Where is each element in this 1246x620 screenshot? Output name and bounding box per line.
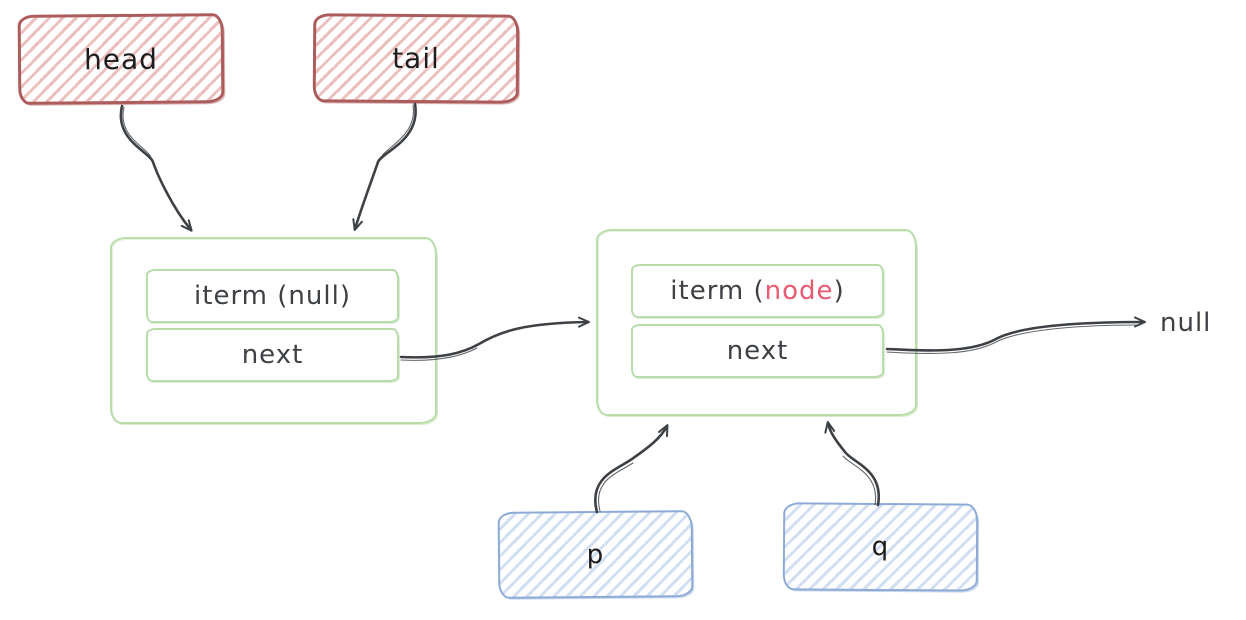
- pointer-box-tail-label: tail: [392, 41, 440, 76]
- list-node-1: iterm (null) next: [110, 237, 437, 424]
- pointer-box-head-label: head: [83, 42, 159, 76]
- list-node-2-next-field: next: [631, 324, 884, 378]
- list-node-1-item-field: iterm (null): [146, 269, 399, 323]
- list-node-2-item-suffix: ): [833, 276, 845, 306]
- pointer-box-p-label: p: [586, 539, 605, 570]
- arrow-p-to-node2: [594, 424, 669, 514]
- list-node-2-item-field: iterm (node): [631, 264, 884, 318]
- list-node-1-next-field: next: [146, 328, 399, 382]
- arrow-node2-next-to-null: [885, 316, 1146, 354]
- list-node-2-item-prefix: iterm (: [670, 276, 765, 306]
- pointer-box-p: p: [497, 510, 694, 599]
- arrow-head-to-node1: [119, 104, 193, 232]
- list-node-2-item-highlight: node: [764, 276, 834, 306]
- pointer-box-q: q: [782, 502, 979, 592]
- list-node-1-item-label: iterm (null): [194, 281, 351, 311]
- list-node-2: iterm (node) next: [596, 229, 917, 416]
- pointer-box-q-label: q: [871, 531, 890, 563]
- arrow-q-to-node2: [824, 421, 881, 507]
- list-node-2-next-label: next: [726, 336, 789, 366]
- pointer-box-head: head: [17, 13, 225, 105]
- null-terminator-label: null: [1160, 308, 1212, 338]
- pointer-box-tail: tail: [312, 13, 520, 104]
- arrow-tail-to-node1: [352, 102, 417, 231]
- list-node-1-next-label: next: [241, 340, 304, 370]
